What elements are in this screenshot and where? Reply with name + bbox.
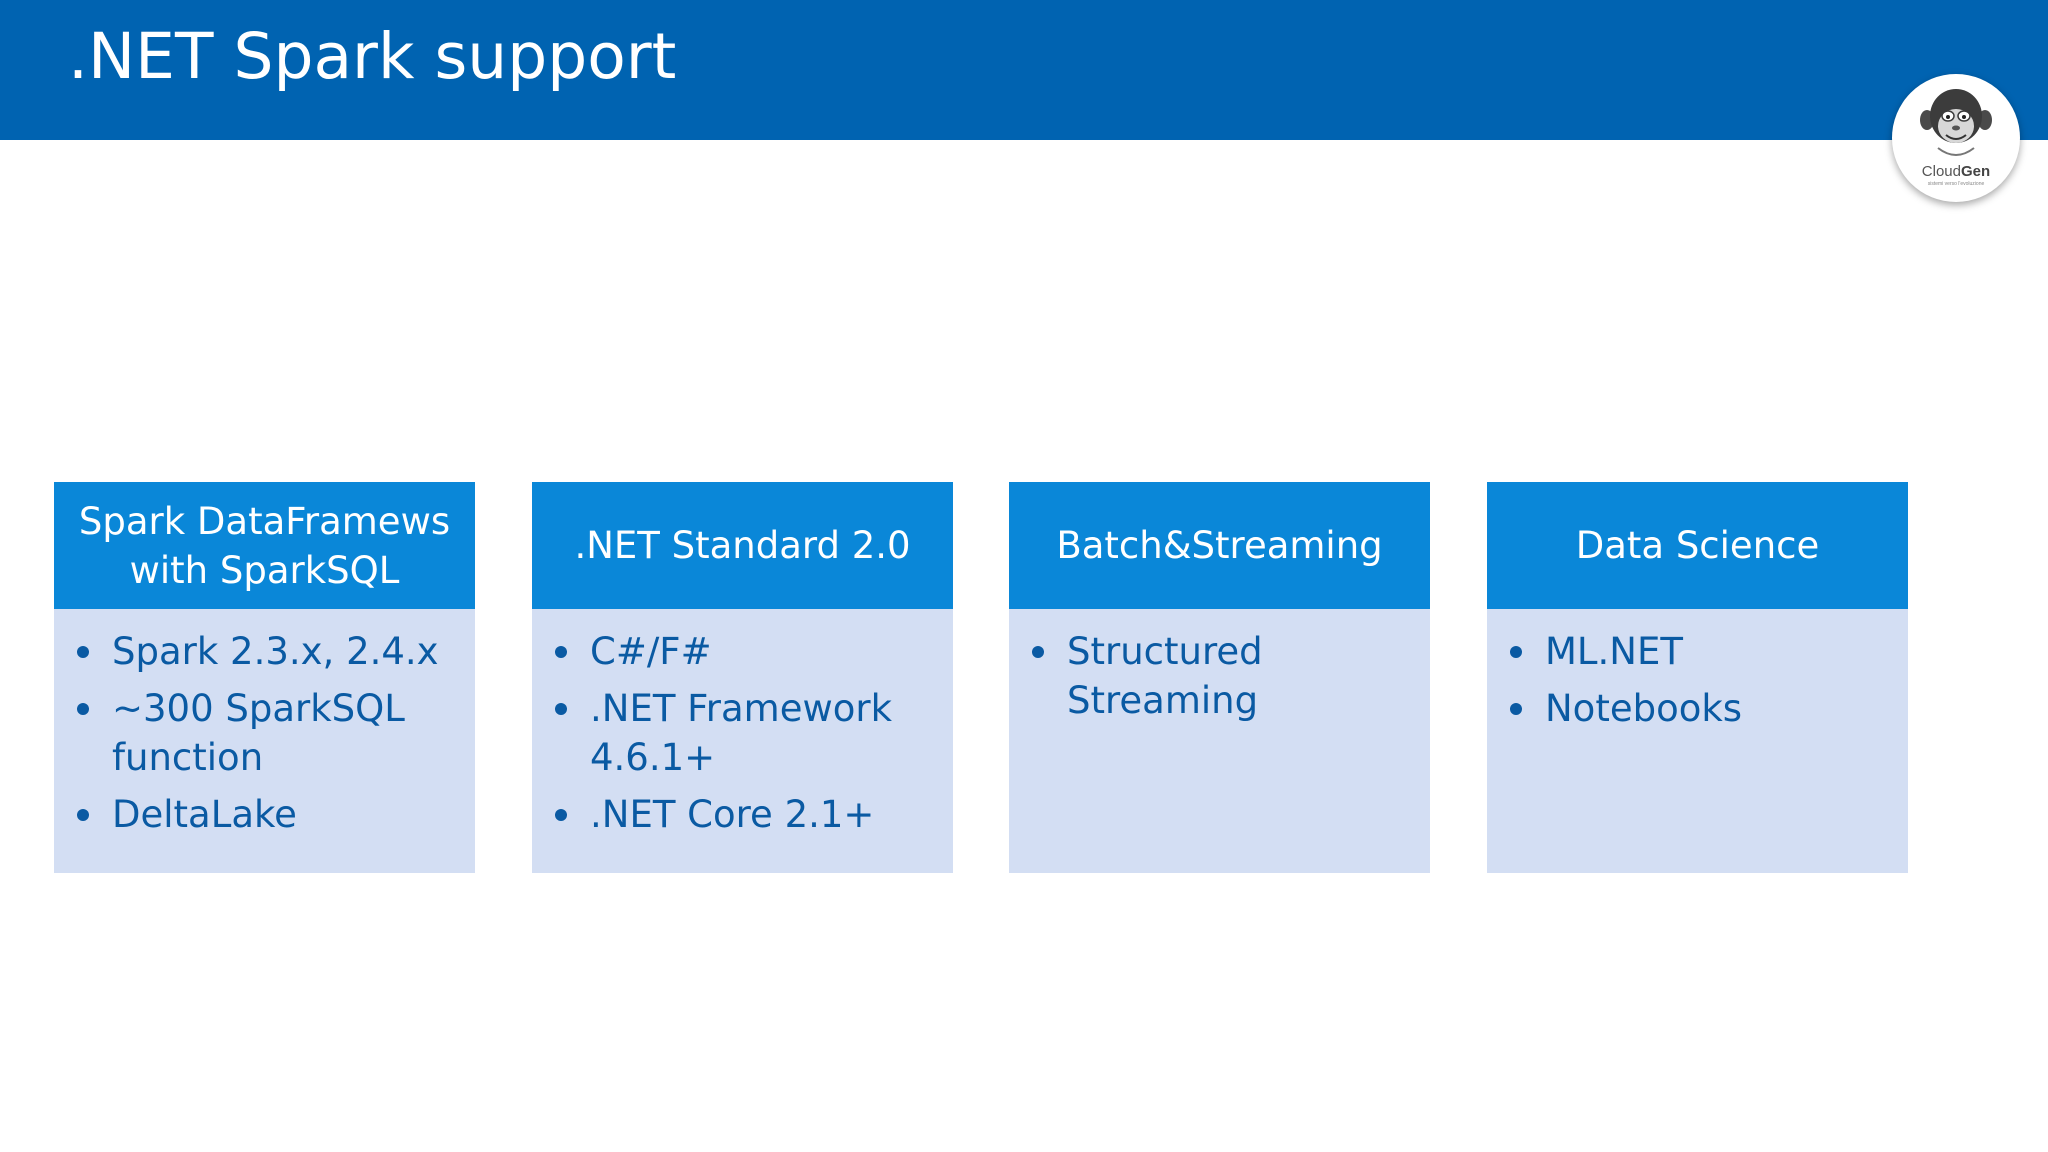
bullet-item: C#/F# <box>555 627 939 676</box>
card-body: Spark 2.3.x, 2.4.x ~300 SparkSQL functio… <box>54 609 475 873</box>
slide-title: .NET Spark support <box>68 20 677 93</box>
logo-tagline: sistemi verso l'evoluzione <box>1927 181 1985 187</box>
card-header-line: Spark DataFramews <box>78 499 451 543</box>
bullet-item: .NET Framework 4.6.1+ <box>555 684 939 782</box>
bullet-item: Spark 2.3.x, 2.4.x <box>77 627 461 676</box>
card-header: Batch&Streaming <box>1009 482 1430 609</box>
card-header-line: with SparkSQL <box>129 548 400 592</box>
card-body: C#/F# .NET Framework 4.6.1+ .NET Core 2.… <box>532 609 953 873</box>
card-header-line: .NET Standard 2.0 <box>574 524 911 567</box>
cloudgen-logo: CloudGen sistemi verso l'evoluzione <box>1892 74 2020 202</box>
monkey-logo-icon <box>1920 89 1992 156</box>
bullet-list: C#/F# .NET Framework 4.6.1+ .NET Core 2.… <box>555 627 939 839</box>
bullet-list: ML.NET Notebooks <box>1510 627 1894 733</box>
card-body: Structured Streaming <box>1009 609 1430 873</box>
card-header: Spark DataFramews with SparkSQL <box>54 482 475 609</box>
bullet-item: DeltaLake <box>77 790 461 839</box>
card-header: Data Science <box>1487 482 1908 609</box>
card-header: .NET Standard 2.0 <box>532 482 953 609</box>
card-header-line: Batch&Streaming <box>1056 524 1383 567</box>
bullet-item: ~300 SparkSQL function <box>77 684 461 782</box>
bullet-list: Spark 2.3.x, 2.4.x ~300 SparkSQL functio… <box>77 627 461 839</box>
card-data-science: Data Science ML.NET Notebooks <box>1487 482 1908 873</box>
logo-brand: CloudGen <box>1921 163 1991 180</box>
bullet-item: Structured Streaming <box>1032 627 1416 725</box>
bullet-item: Notebooks <box>1510 684 1894 733</box>
card-net-standard: .NET Standard 2.0 C#/F# .NET Framework 4… <box>532 482 953 873</box>
bullet-item: ML.NET <box>1510 627 1894 676</box>
bullet-item: .NET Core 2.1+ <box>555 790 939 839</box>
title-bar: .NET Spark support <box>0 0 2048 140</box>
card-body: ML.NET Notebooks <box>1487 609 1908 873</box>
card-batch-streaming: Batch&Streaming Structured Streaming <box>1009 482 1430 873</box>
card-header-line: Data Science <box>1575 524 1820 567</box>
bullet-list: Structured Streaming <box>1032 627 1416 725</box>
card-spark-dataframes: Spark DataFramews with SparkSQL Spark 2.… <box>54 482 475 873</box>
